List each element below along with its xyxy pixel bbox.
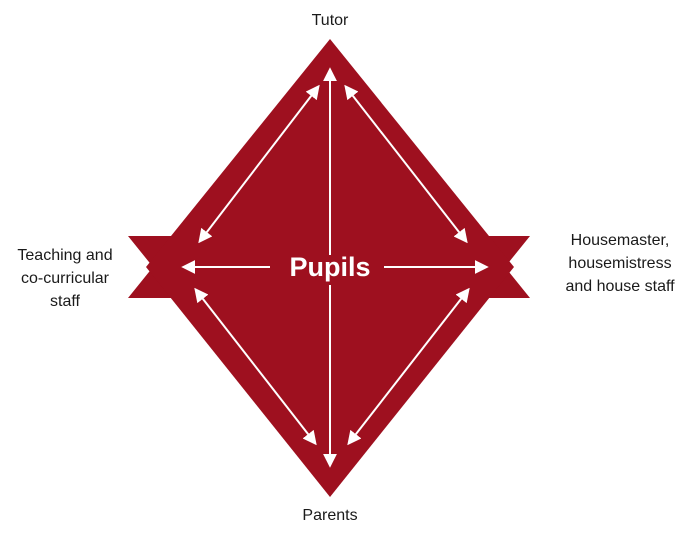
label-teaching-line-1: Teaching and bbox=[17, 247, 113, 264]
label-house-staff: Housemaster, housemistress and house sta… bbox=[545, 229, 695, 298]
arrow-teaching-parents bbox=[194, 287, 317, 446]
label-house-line-1: Housemaster, bbox=[570, 232, 670, 249]
label-teaching-staff: Teaching and co-curricular staff bbox=[0, 244, 130, 313]
arrow-house-parents bbox=[347, 287, 470, 446]
label-tutor: Tutor bbox=[311, 12, 349, 29]
label-parents: Parents bbox=[302, 507, 358, 524]
label-house-line-3: and house staff bbox=[565, 278, 675, 295]
arrow-tutor-house bbox=[344, 84, 468, 244]
arrow-tutor-teaching bbox=[198, 84, 320, 244]
label-teaching-line-2: co-curricular bbox=[20, 270, 109, 287]
label-teaching-line-3: staff bbox=[50, 293, 80, 310]
label-house-line-2: housemistress bbox=[568, 255, 672, 272]
center-label-pupils: Pupils bbox=[289, 252, 371, 282]
